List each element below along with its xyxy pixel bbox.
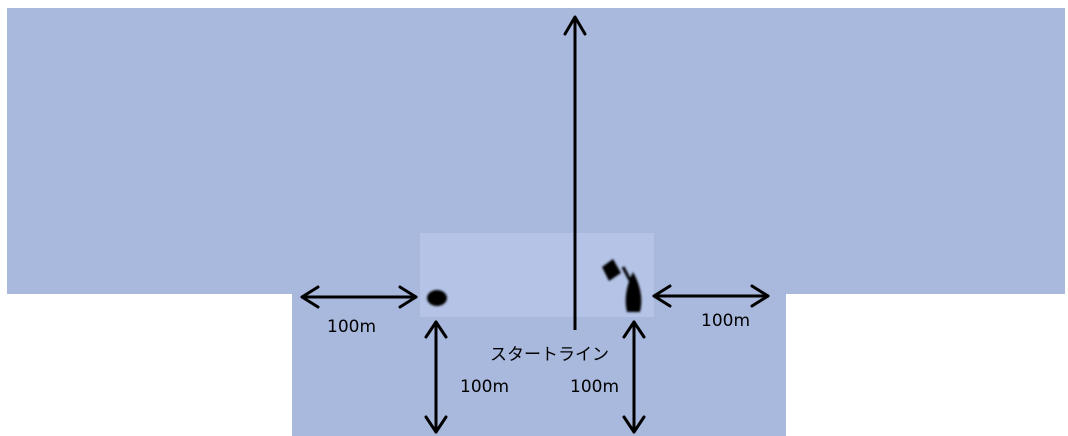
- right-distance-label: 100m: [701, 311, 750, 331]
- left-distance-arrow: [300, 285, 418, 309]
- start-line-label: スタートライン: [490, 345, 609, 365]
- right-distance-arrow: [652, 284, 770, 308]
- lower-water-area: [292, 294, 786, 436]
- below-left-distance-label: 100m: [460, 377, 509, 397]
- below-right-distance-label: 100m: [570, 377, 619, 397]
- buoy-icon: [427, 290, 447, 306]
- below-left-distance-arrow: [424, 320, 448, 434]
- course-axis-arrowhead: [563, 15, 587, 36]
- flag-icon: [602, 259, 621, 281]
- below-right-distance-arrow: [622, 320, 646, 434]
- start-zone-highlight: [420, 233, 654, 317]
- left-distance-label: 100m: [327, 317, 376, 337]
- committee-boat-icon: [621, 266, 642, 312]
